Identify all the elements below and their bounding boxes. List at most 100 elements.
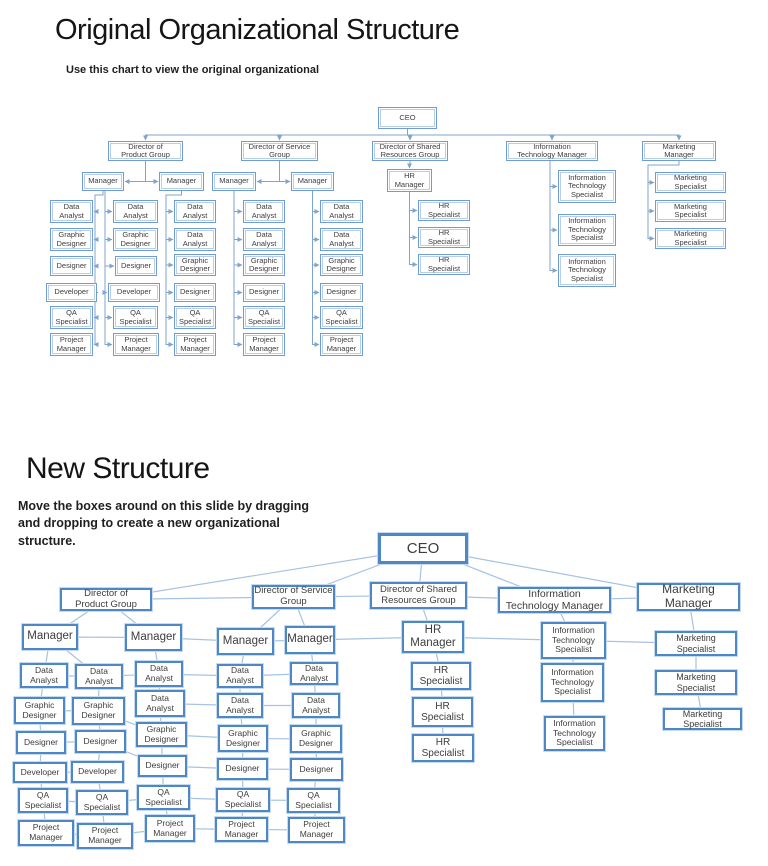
node-qa_d[interactable]: QA Specialist: [216, 788, 270, 812]
node-m3[interactable]: Manager: [217, 628, 274, 655]
node-gd_c: Graphic Designer: [174, 254, 216, 276]
node-pm_e[interactable]: Project Manager: [288, 817, 345, 843]
node-mks3[interactable]: Marketing Specialist: [663, 708, 742, 730]
node-hrs2: HR Specialist: [418, 227, 470, 248]
node-da_b: Data Analyst: [113, 200, 158, 223]
node-hrs1[interactable]: HR Specialist: [411, 662, 471, 690]
node-its3: Information Technology Specialist: [558, 254, 616, 287]
node-des_b: Designer: [115, 256, 157, 276]
node-mks2: Marketing Specialist: [655, 200, 726, 222]
node-mks3: Marketing Specialist: [655, 228, 726, 249]
node-dit[interactable]: Information Technology Manager: [498, 587, 611, 613]
node-pm_e: Project Manager: [320, 333, 363, 356]
node-dshared[interactable]: Director of Shared Resources Group: [370, 582, 467, 609]
node-des_a[interactable]: Designer: [16, 731, 66, 754]
node-da_a[interactable]: Data Analyst: [20, 663, 68, 688]
node-da_c[interactable]: Data Analyst: [135, 661, 183, 687]
node-m4[interactable]: Manager: [285, 626, 335, 654]
node-des_c[interactable]: Designer: [138, 755, 187, 777]
node-pm_a: Project Manager: [50, 333, 93, 356]
node-dserv: Director of Service Group: [241, 141, 318, 161]
node-pm_b[interactable]: Project Manager: [77, 823, 133, 849]
node-dev_a: Developer: [46, 283, 97, 302]
node-da2_c[interactable]: Data Analyst: [135, 690, 185, 717]
node-pm_b: Project Manager: [113, 333, 159, 356]
node-da2_e: Data Analyst: [320, 228, 363, 251]
node-des_b[interactable]: Designer: [75, 730, 126, 753]
node-dshared: Director of Shared Resources Group: [372, 141, 448, 161]
node-dmkt[interactable]: Marketing Manager: [637, 582, 740, 611]
node-des_c: Designer: [174, 283, 216, 302]
node-dev_b: Developer: [108, 283, 160, 302]
node-qa_c[interactable]: QA Specialist: [137, 785, 190, 810]
node-pm_a[interactable]: Project Manager: [18, 820, 74, 846]
node-m3: Manager: [212, 172, 256, 191]
node-m4: Manager: [291, 172, 334, 191]
node-qa_a: QA Specialist: [50, 306, 93, 329]
node-des_e[interactable]: Designer: [290, 758, 343, 781]
node-da_d: Data Analyst: [243, 200, 285, 223]
original-structure-subtitle: Use this chart to view the original orga…: [66, 64, 320, 76]
node-hrs3[interactable]: HR Specialist: [412, 734, 474, 762]
node-ceo[interactable]: CEO: [378, 533, 468, 564]
node-its3[interactable]: Information Technology Specialist: [544, 716, 605, 751]
node-dserv[interactable]: Director of Service Group: [252, 585, 335, 609]
node-ceo: CEO: [378, 107, 437, 129]
node-m1[interactable]: Manager: [22, 624, 78, 650]
node-gd_b[interactable]: Graphic Designer: [72, 697, 125, 725]
node-its1[interactable]: Information Technology Specialist: [541, 622, 606, 659]
node-gd_e[interactable]: Graphic Designer: [290, 725, 342, 753]
node-qa_d: QA Specialist: [243, 306, 285, 329]
node-its2[interactable]: Information Technology Specialist: [541, 663, 604, 702]
node-hrm: HR Manager: [387, 169, 432, 192]
node-pm_c[interactable]: Project Manager: [145, 815, 195, 842]
node-pm_d[interactable]: Project Manager: [215, 817, 268, 842]
node-da2_d: Data Analyst: [243, 228, 285, 251]
node-mks1: Marketing Specialist: [655, 172, 726, 193]
node-mks2[interactable]: Marketing Specialist: [655, 670, 737, 695]
node-qa_b: QA Specialist: [113, 306, 158, 329]
node-dprod[interactable]: Director of Product Group: [60, 588, 152, 611]
node-hrs2[interactable]: HR Specialist: [412, 697, 473, 727]
node-qa_a[interactable]: QA Specialist: [18, 788, 68, 813]
node-qa_e[interactable]: QA Specialist: [287, 788, 340, 813]
node-mks1[interactable]: Marketing Specialist: [655, 631, 737, 656]
node-hrm[interactable]: HR Manager: [402, 621, 464, 653]
node-its1: Information Technology Specialist: [558, 170, 616, 203]
node-pm_d: Project Manager: [243, 333, 285, 356]
node-qa_c: QA Specialist: [174, 306, 216, 329]
node-da_e: Data Analyst: [320, 200, 363, 223]
node-gd_a[interactable]: Graphic Designer: [14, 697, 65, 724]
new-structure-title: New Structure: [26, 452, 210, 485]
node-dprod: Director of Product Group: [108, 141, 183, 161]
node-da2_e[interactable]: Data Analyst: [292, 693, 340, 718]
original-structure-title: Original Organizational Structure: [55, 14, 460, 46]
node-gd_d[interactable]: Graphic Designer: [218, 725, 268, 752]
node-da_e[interactable]: Data Analyst: [290, 662, 338, 685]
node-des_a: Designer: [50, 256, 93, 276]
node-da_c: Data Analyst: [174, 200, 216, 223]
node-m1: Manager: [82, 172, 124, 191]
node-da_b[interactable]: Data Analyst: [75, 664, 123, 689]
node-gd_e: Graphic Designer: [320, 254, 363, 276]
node-dev_b[interactable]: Developer: [71, 761, 124, 783]
node-da_d[interactable]: Data Analyst: [217, 664, 263, 688]
node-des_d[interactable]: Designer: [217, 758, 268, 780]
node-dev_a[interactable]: Developer: [13, 762, 67, 783]
node-gd_d: Graphic Designer: [243, 254, 285, 276]
new-structure-instructions: Move the boxes around on this slide by d…: [18, 499, 310, 548]
node-m2[interactable]: Manager: [125, 624, 182, 651]
node-da_a: Data Analyst: [50, 200, 93, 223]
node-gd_c[interactable]: Graphic Designer: [136, 722, 187, 747]
node-hrs3: HR Specialist: [418, 254, 470, 275]
node-dit: Information Technology Manager: [506, 141, 598, 161]
node-its2: Information Technology Specialist: [558, 214, 616, 246]
node-qa_b[interactable]: QA Specialist: [76, 790, 128, 815]
node-pm_c: Project Manager: [174, 333, 216, 356]
node-da2_d[interactable]: Data Analyst: [217, 693, 263, 718]
node-des_d: Designer: [243, 283, 285, 302]
node-des_e: Designer: [320, 283, 363, 302]
